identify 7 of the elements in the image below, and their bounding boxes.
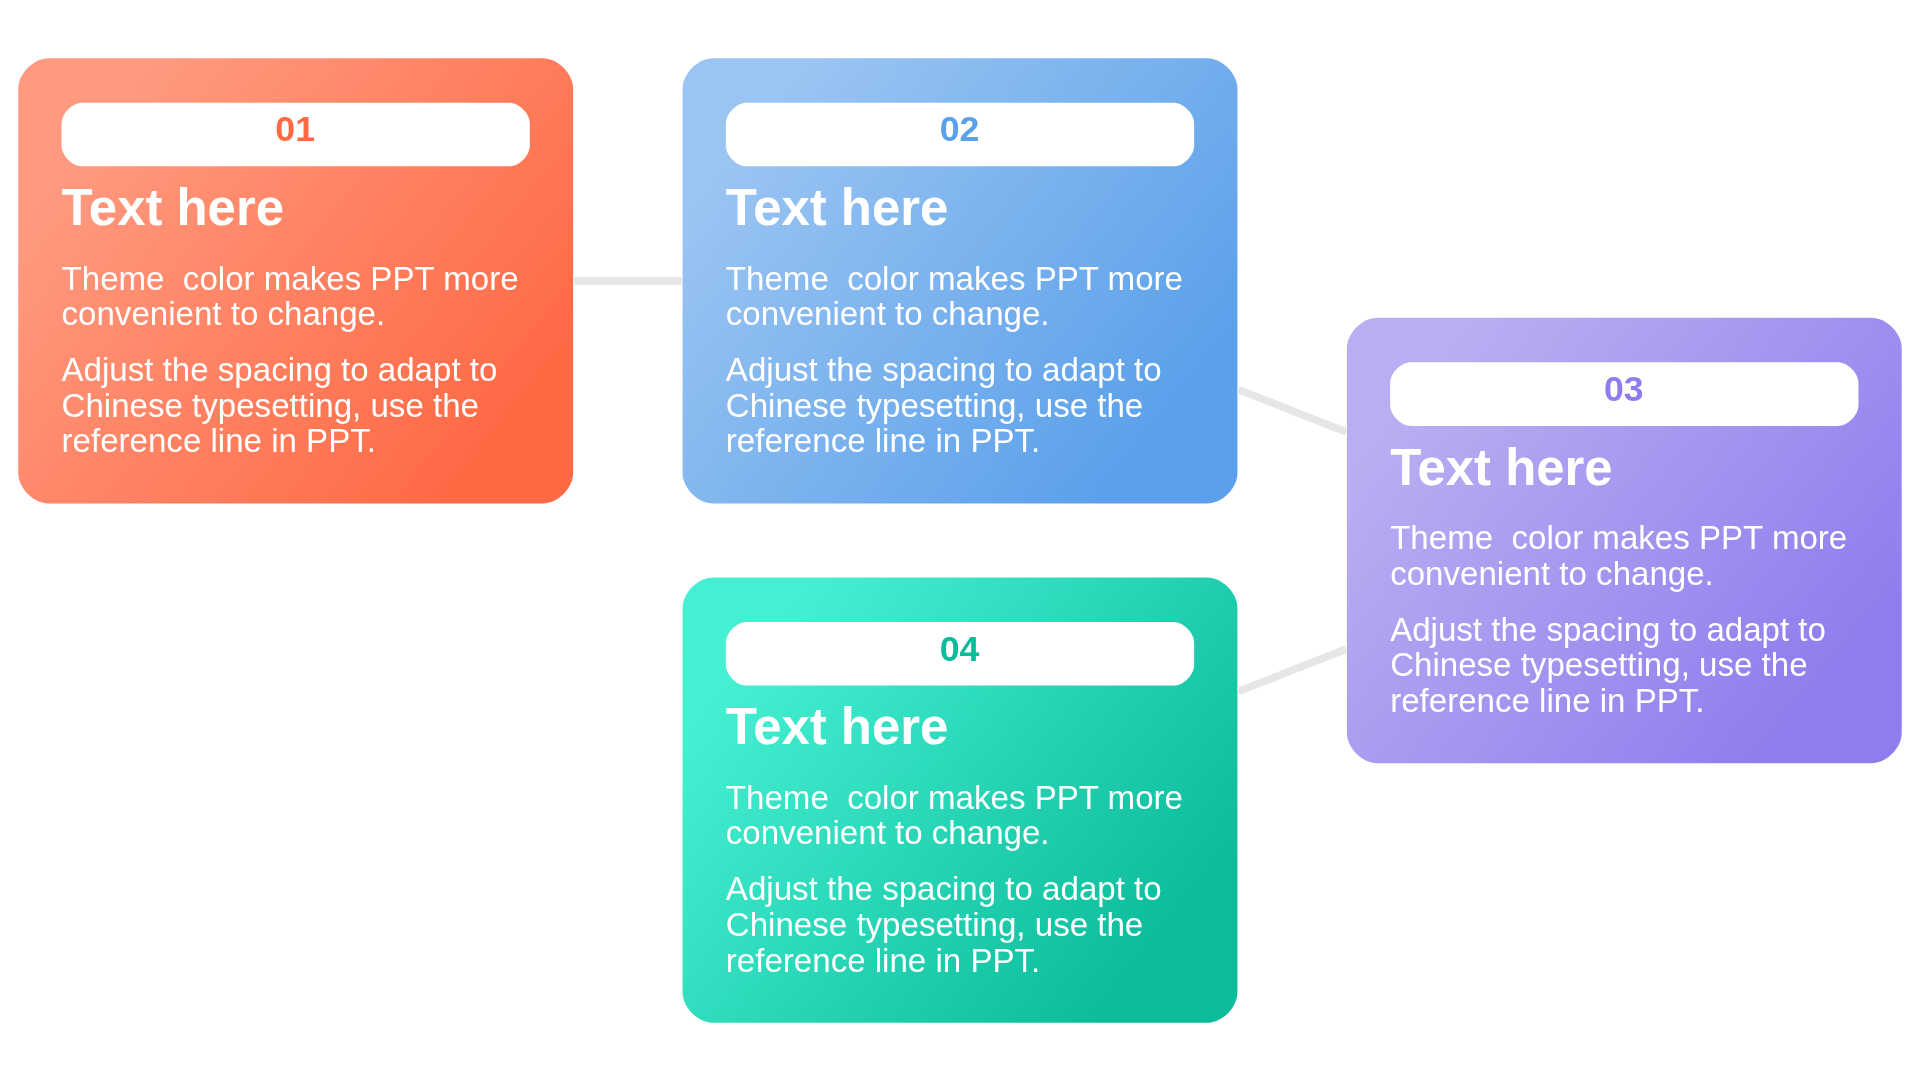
node-box: 03 Text here Theme color makes PPT more convenient to change. Adjust the spacing to adapt to Chinese typesetting, use the reference line in PPT. — [1346, 317, 1902, 763]
node-box: 01 Text here Theme color makes PPT more convenient to change. Adjust the spacing to adapt to Chinese typesetting, use the reference line in PPT. — [18, 57, 574, 504]
connector — [1236, 385, 1348, 435]
node-box: 02 Text here Theme color makes PPT more convenient to change. Adjust the spacing to adapt to Chinese typesetting, use the reference line in PPT. — [682, 57, 1238, 504]
node-box: 04 Text here Theme color makes PPT more convenient to change. Adjust the spacing to adapt to Chinese typesetting, use the reference line in PPT. — [682, 576, 1238, 1023]
connector — [574, 276, 682, 285]
connector — [1236, 645, 1348, 695]
